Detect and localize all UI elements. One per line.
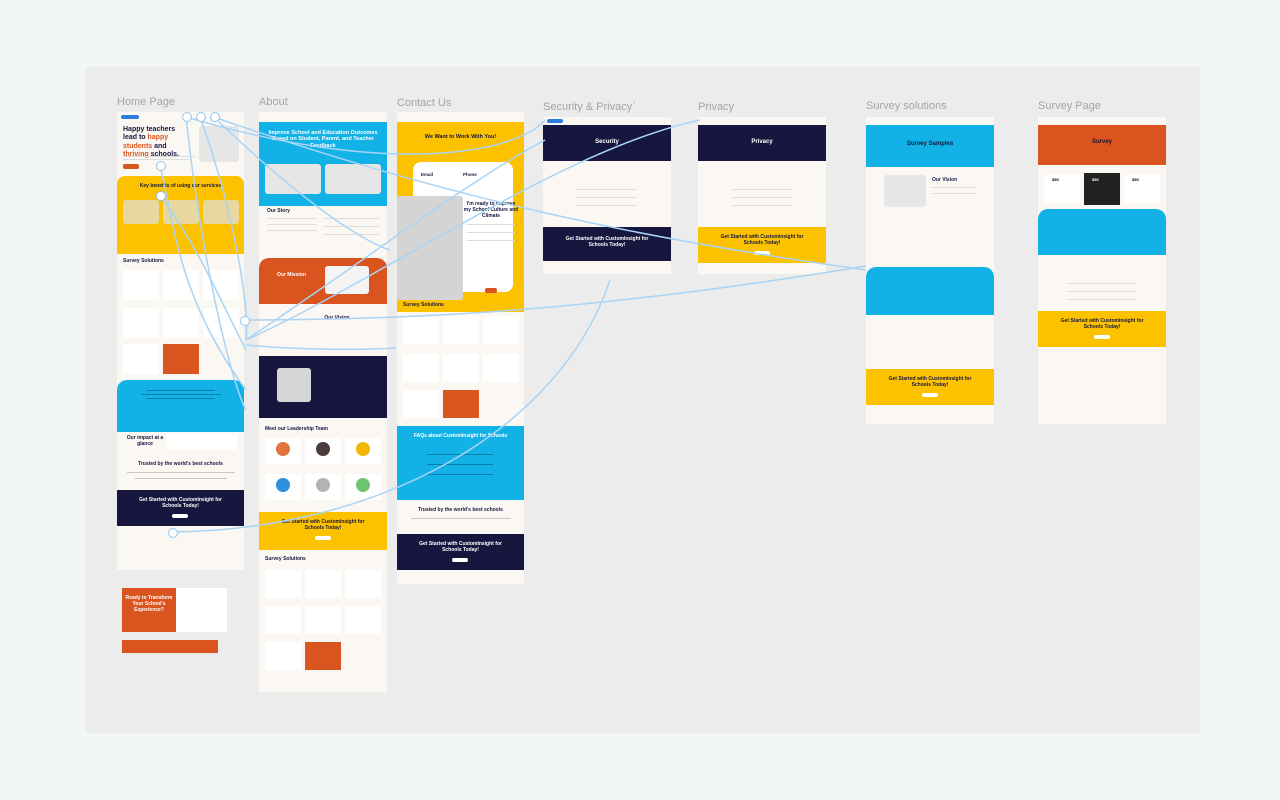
- frame-survey-solutions[interactable]: Survey Samples Our Vision Get Started wi…: [866, 117, 994, 424]
- cta-button[interactable]: [172, 514, 188, 518]
- wire-handle[interactable]: [210, 112, 220, 122]
- team-title: Meet our Leadership Team: [265, 426, 328, 432]
- hero-headline: Happy teachers lead to happy students an…: [123, 126, 198, 160]
- security-title: Security: [573, 139, 641, 146]
- frame-label-about[interactable]: About: [259, 96, 288, 108]
- form-title: I'm ready to improve my School Culture a…: [463, 202, 519, 219]
- impact-title: Our impact at a glance: [125, 436, 165, 448]
- survey-samples-title: Survey Samples: [890, 141, 970, 148]
- frame-about[interactable]: Improve School and Education Outcomes Ba…: [259, 112, 387, 692]
- mission-section: Our Mission: [259, 258, 387, 304]
- about-cta: Get Started with CustomInsight for Schoo…: [259, 512, 387, 550]
- frame-label-survey-solutions[interactable]: Survey solutions: [866, 100, 947, 112]
- wire-handle[interactable]: [196, 112, 206, 122]
- testimonial-section: [117, 380, 244, 432]
- vision-title-2: Our Vision: [932, 177, 957, 183]
- wire-handle[interactable]: [156, 161, 166, 171]
- frame-label-security[interactable]: Security & Privacy`: [543, 101, 636, 113]
- about-hero: Improve School and Education Outcomes Ba…: [259, 122, 387, 206]
- logo: [121, 115, 139, 119]
- frame-label-survey-page[interactable]: Survey Page: [1038, 100, 1101, 112]
- frame-home[interactable]: Happy teachers lead to happy students an…: [117, 112, 244, 570]
- contact-image: [397, 196, 463, 300]
- trusted-title: Trusted by the world's best schools: [123, 462, 238, 468]
- survey-card-highlight[interactable]: [163, 344, 199, 374]
- vision-title: Our Vision: [317, 316, 357, 322]
- wire-handle[interactable]: [168, 528, 178, 538]
- frame-popup[interactable]: Ready to Transform Your School's Experie…: [122, 588, 227, 632]
- faq-section: FAQs about CustomInsight for Schools: [397, 426, 524, 500]
- frame-contact[interactable]: We Want to Work With You! Email Phone I'…: [397, 112, 524, 584]
- frame-label-privacy[interactable]: Privacy: [698, 101, 734, 113]
- hero-cta-button[interactable]: [123, 164, 139, 169]
- wire-handle[interactable]: [156, 191, 166, 201]
- popup-bar: [122, 640, 218, 653]
- frame-label-contact[interactable]: Contact Us: [397, 97, 451, 109]
- wire-handle[interactable]: [182, 112, 192, 122]
- frame-label-home[interactable]: Home Page: [117, 96, 175, 108]
- frame-privacy[interactable]: Privacy Get Started with CustomInsight f…: [698, 117, 826, 274]
- contact-cta: Get Started with CustomInsight for Schoo…: [397, 534, 524, 570]
- survey-title-page: Survey: [1068, 139, 1136, 146]
- survey-title: Survey Solutions: [123, 258, 164, 264]
- frame-security[interactable]: Security Get Started with CustomInsight …: [543, 117, 671, 274]
- form-submit-button[interactable]: [485, 288, 497, 293]
- privacy-title: Privacy: [728, 139, 796, 146]
- benefits-section: Key benefits of using our services: [117, 176, 244, 254]
- hero-image: [199, 126, 239, 162]
- cta-section: Get Started with CustomInsight for Schoo…: [117, 490, 244, 526]
- story-title: Our Story: [267, 208, 290, 214]
- wire-handle[interactable]: [240, 316, 250, 326]
- frame-survey-page[interactable]: Survey $50 $50 $50 Get Started with Cust…: [1038, 117, 1166, 424]
- popup-title: Ready to Transform Your School's Experie…: [125, 596, 173, 613]
- values-section: [259, 356, 387, 418]
